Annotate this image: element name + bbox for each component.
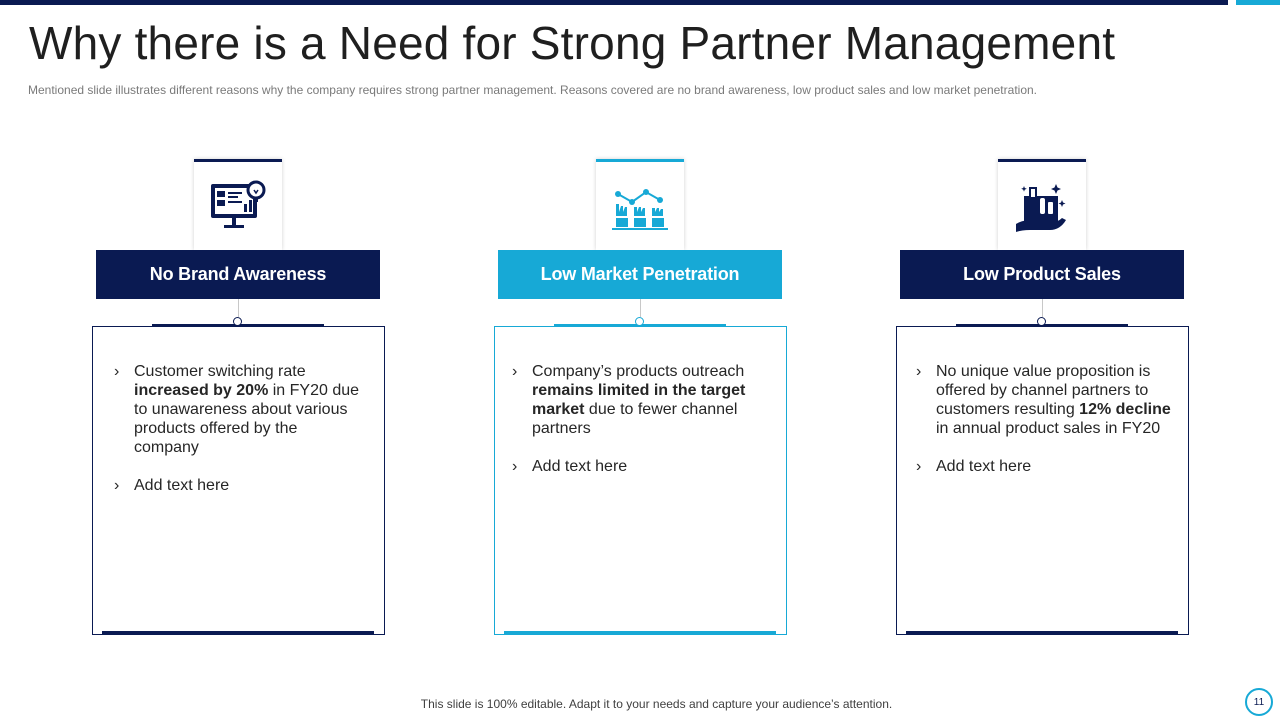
reason-bullets: ›Customer switching rate increased by 20… — [114, 362, 364, 514]
slide-footer-note: This slide is 100% editable. Adapt it to… — [420, 697, 893, 711]
hands-growth-icon — [612, 189, 668, 230]
card-bottom-accent — [906, 631, 1178, 634]
slide-title: Why there is a Need for Strong Partner M… — [29, 17, 1116, 69]
chevron-right-icon: › — [114, 477, 120, 494]
bullet-item: ›Add text here — [114, 477, 230, 494]
slide-subtitle: Mentioned slide illustrates different re… — [28, 83, 1037, 97]
chevron-right-icon: › — [512, 458, 518, 475]
bullet-item: ›Company’s products outreach remains lim… — [512, 363, 746, 437]
reason-bullets: ›No unique value proposition is offered … — [916, 362, 1178, 495]
reason-column-market-penetration: Low Market Penetration ›Company’s produc… — [494, 0, 798, 720]
product-hand-icon — [1016, 184, 1066, 232]
reason-column-product-sales: Low Product Sales ›No unique value propo… — [896, 0, 1200, 720]
reason-header: No Brand Awareness — [96, 250, 380, 299]
icon-box — [194, 159, 282, 250]
reason-header: Low Market Penetration — [498, 250, 782, 299]
top-accent-bar-light — [1236, 0, 1280, 5]
chevron-right-icon: › — [916, 458, 922, 475]
connector-dot — [635, 317, 644, 326]
top-accent-bar-dark — [0, 0, 1228, 5]
card-bottom-accent — [102, 631, 374, 634]
connector-line — [238, 299, 239, 317]
reason-card — [92, 326, 385, 635]
connector-dot — [1037, 317, 1046, 326]
reason-column-brand-awareness: No Brand Awareness ›Customer switching r… — [92, 0, 396, 720]
connector-line — [1042, 299, 1043, 317]
icon-box — [998, 159, 1086, 250]
bullet-item: ›Add text here — [512, 458, 628, 475]
bullet-item: ›Add text here — [916, 458, 1032, 475]
chevron-right-icon: › — [512, 363, 518, 380]
card-bottom-accent — [504, 631, 776, 634]
chevron-right-icon: › — [916, 363, 922, 380]
reason-header: Low Product Sales — [900, 250, 1184, 299]
bullet-item: ›Customer switching rate increased by 20… — [114, 363, 360, 456]
chevron-right-icon: › — [114, 363, 120, 380]
icon-box — [596, 159, 684, 250]
connector-line — [640, 299, 641, 317]
bullet-item: ›No unique value proposition is offered … — [916, 363, 1171, 437]
reason-card — [896, 326, 1189, 635]
page-number-badge: 11 — [1245, 688, 1273, 716]
reason-bullets: ›Company’s products outreach remains lim… — [512, 362, 762, 495]
connector-dot — [233, 317, 242, 326]
dashboard-monitor-icon — [211, 180, 266, 228]
